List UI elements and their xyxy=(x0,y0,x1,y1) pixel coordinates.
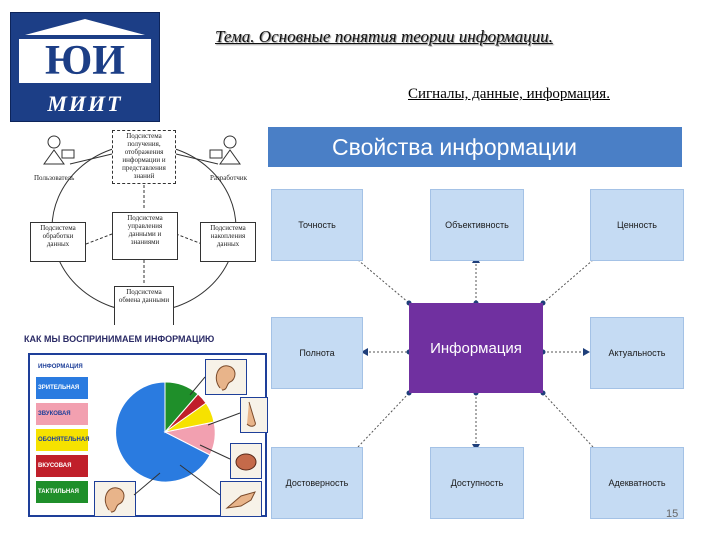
perception-leaders xyxy=(133,376,241,496)
hand-icon xyxy=(220,481,262,517)
ear2-icon xyxy=(94,481,136,517)
logo-brand: МИИТ xyxy=(47,91,123,116)
user-figure-icon xyxy=(43,135,75,165)
property-box: Адекватность xyxy=(590,447,684,519)
actor-developer: Разработчик xyxy=(210,174,248,182)
actor-user: Пользователь xyxy=(34,174,75,182)
perception-title: КАК МЫ ВОСПРИНИМАЕМ ИНФОРМАЦИЮ xyxy=(24,334,215,344)
legend-header: ИНФОРМАЦИЯ xyxy=(38,364,83,370)
properties-title: Свойства информации xyxy=(268,127,682,167)
property-box: Объективность xyxy=(430,189,524,261)
subsystem-box: Подсистема получения, отображения информ… xyxy=(112,130,176,184)
property-box: Достоверность xyxy=(271,447,363,519)
ear-icon xyxy=(205,359,247,395)
perception-pie xyxy=(115,381,216,483)
pie-slice-touch xyxy=(164,381,199,434)
property-box: Актуальность xyxy=(590,317,684,389)
perception-panel: ИНФОРМАЦИЯ ЗРИТЕЛЬНАЯ ЗВУКОВАЯ ОБОНЯТЕЛЬ… xyxy=(28,353,268,517)
subsystem-box: Подсистема обработки данных xyxy=(30,222,86,262)
property-box: Точность xyxy=(271,189,363,261)
mouth-icon xyxy=(230,443,262,479)
slide-subtitle: Сигналы, данные, информация. xyxy=(408,86,610,102)
information-center: Информация xyxy=(409,303,543,393)
legend-visual: ЗРИТЕЛЬНАЯ xyxy=(36,377,88,399)
perception-chart: КАК МЫ ВОСПРИНИМАЕМ ИНФОРМАЦИЮ ИНФОРМАЦИ… xyxy=(10,325,268,517)
miit-logo: ЮИ МИИТ xyxy=(10,12,160,122)
property-box: Ценность xyxy=(590,189,684,261)
page-number: 15 xyxy=(666,508,679,520)
subsystem-box: Подсистема управления данными и знаниями xyxy=(112,212,178,260)
subsystem-box: Подсистема накопления данных xyxy=(200,222,256,262)
subsystem-diagram: Пользователь Разработчик Подсистема полу… xyxy=(26,124,262,334)
property-box: Полнота xyxy=(271,317,363,389)
pie-slice-visual xyxy=(115,381,211,483)
property-box: Доступность xyxy=(430,447,524,519)
legend-taste: ВКУСОВАЯ xyxy=(36,455,88,477)
subsystem-box: Подсистема обмена данными xyxy=(114,286,174,328)
properties-diagram: Свойства информации Точность Объективнос… xyxy=(268,125,684,520)
developer-figure-icon xyxy=(209,135,241,165)
topic-title: Тема. Основные понятия теории информации… xyxy=(215,27,553,46)
legend-sound: ЗВУКОВАЯ xyxy=(36,403,88,425)
logo-columns xyxy=(19,39,151,83)
nose-icon xyxy=(240,397,268,433)
legend-touch: ТАКТИЛЬНАЯ xyxy=(36,481,88,503)
legend-smell: ОБОНЯТЕЛЬНАЯ xyxy=(36,429,89,451)
logo-letters: ЮИ xyxy=(45,38,125,84)
building-roof-icon xyxy=(25,19,145,35)
